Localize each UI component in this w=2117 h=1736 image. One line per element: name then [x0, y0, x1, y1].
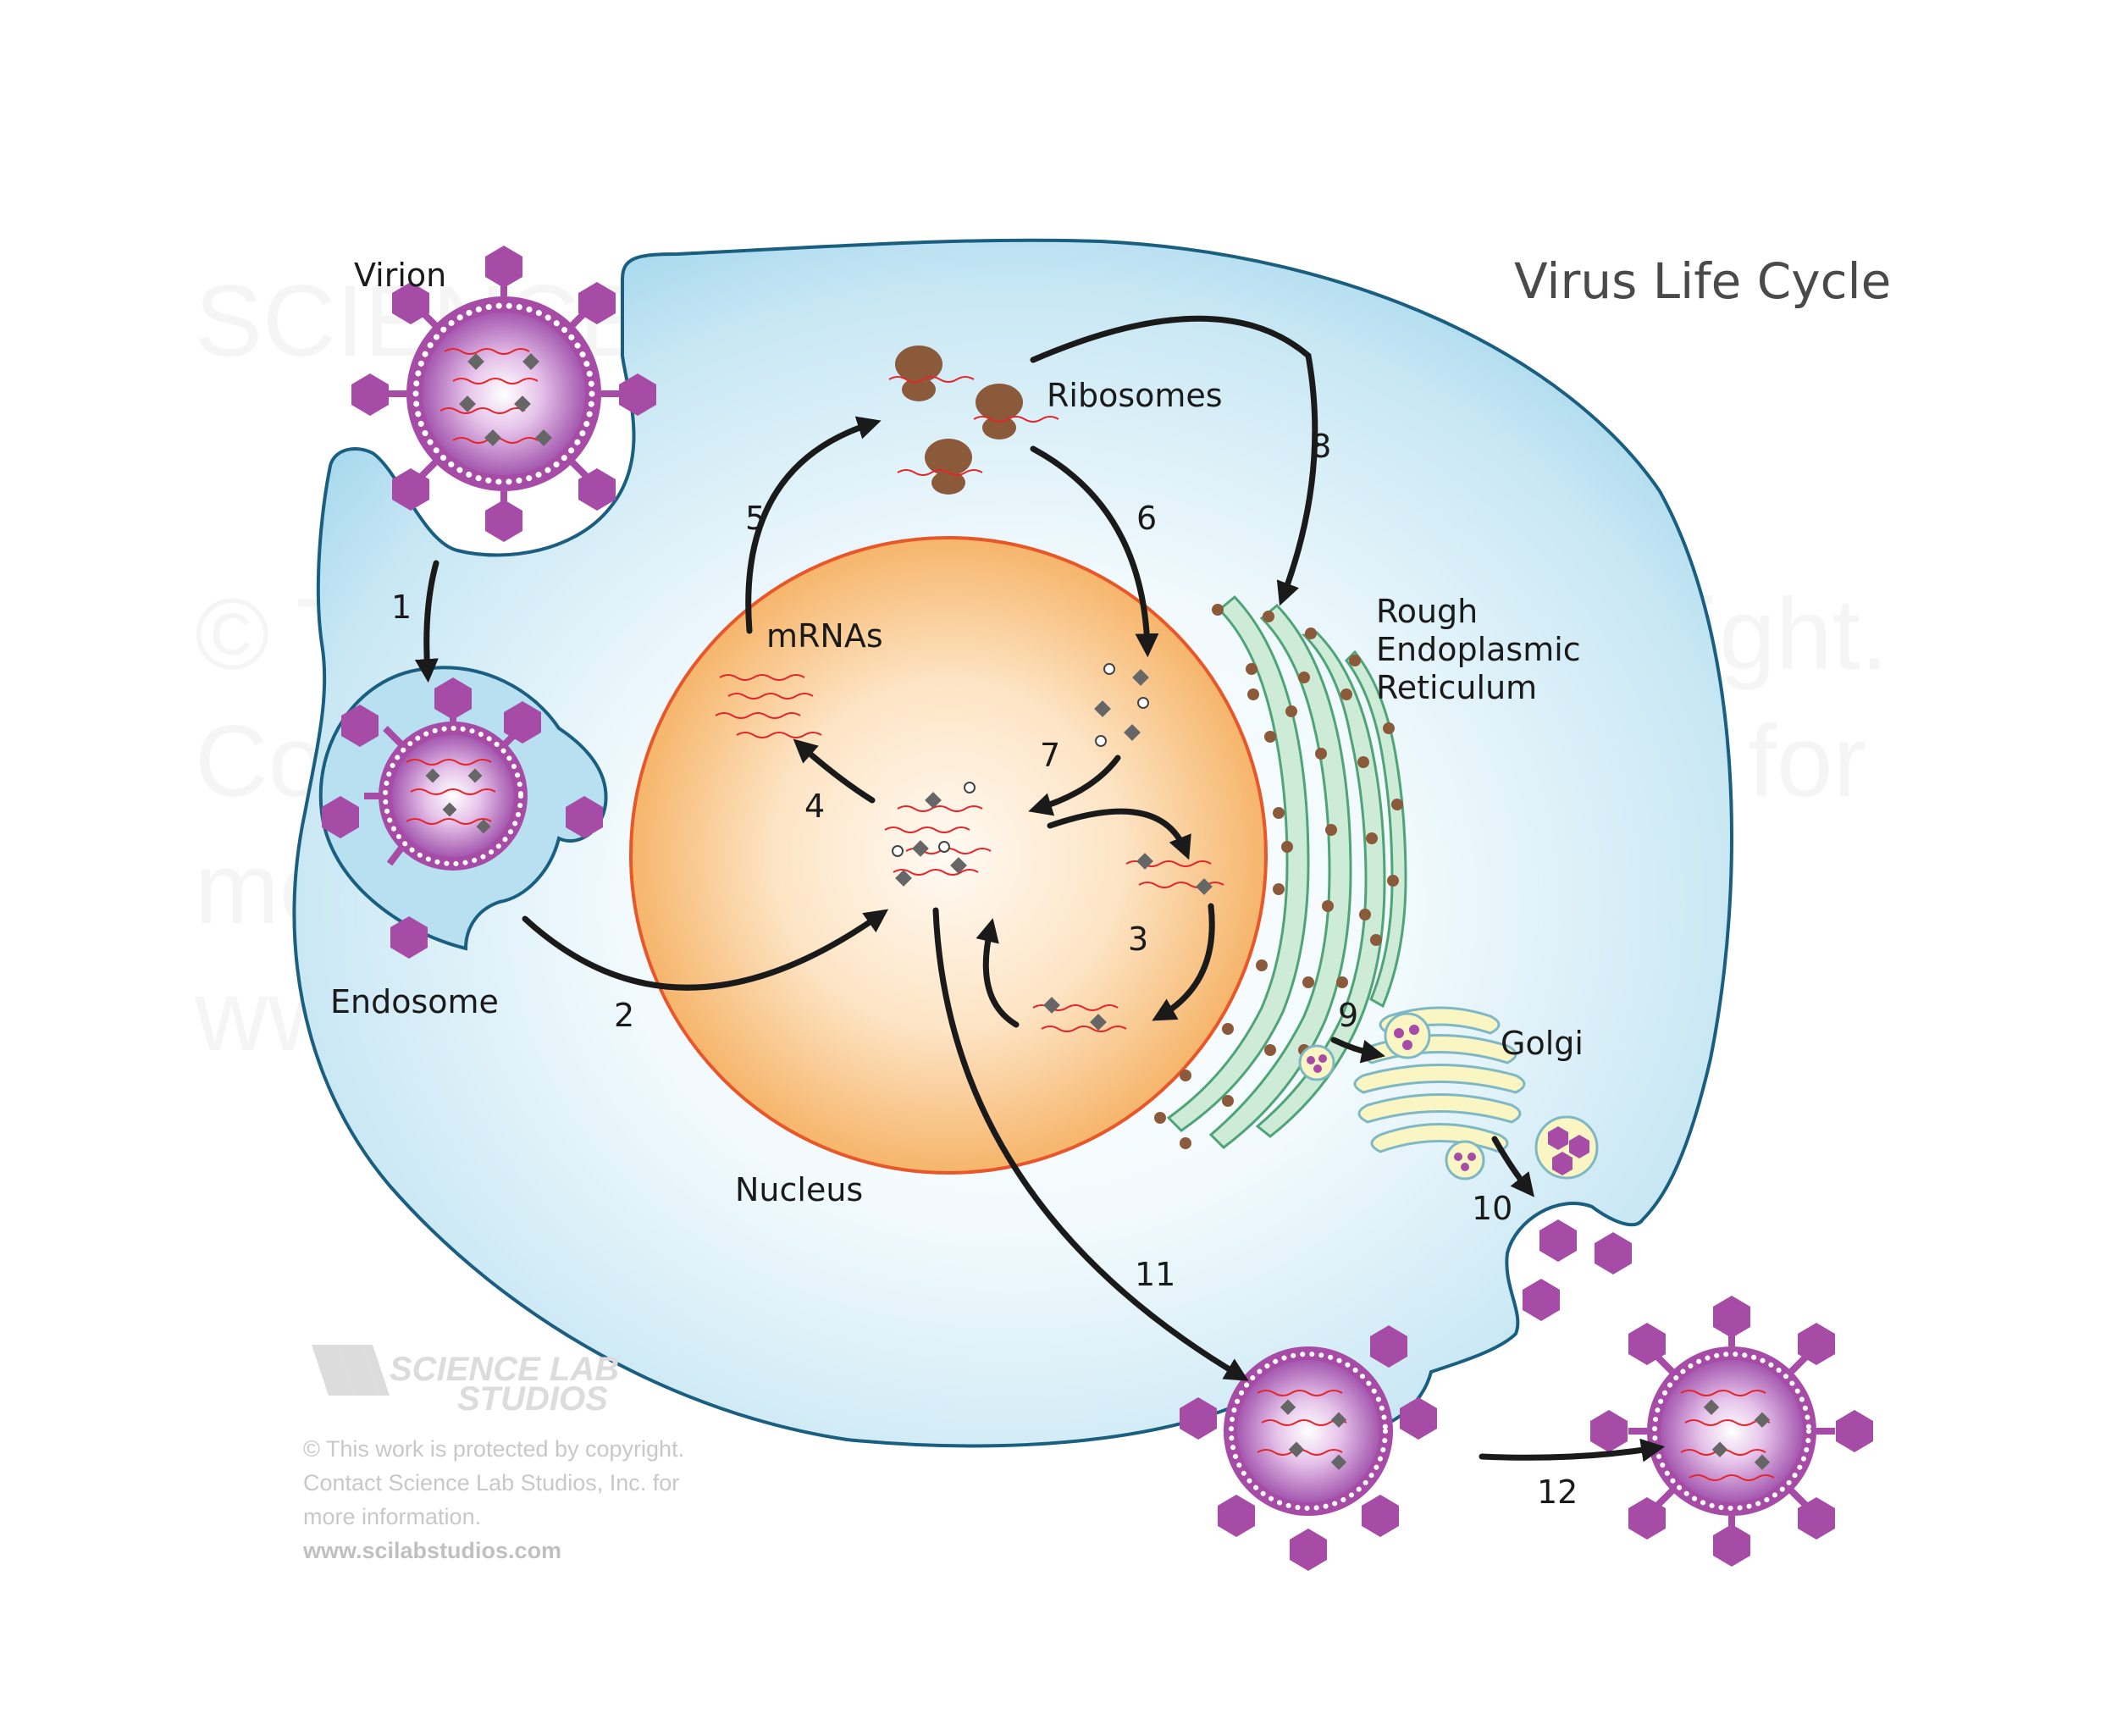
copyright-line2: Contact Science Lab Studios, Inc. for	[303, 1470, 679, 1496]
budding-virion-icon	[1180, 1325, 1437, 1571]
arrow-step-6	[1030, 445, 1159, 658]
arrow-step-1	[414, 560, 439, 683]
step-11: 11	[1135, 1256, 1175, 1293]
copyright-line3: more information.	[303, 1504, 481, 1529]
virion-icon	[351, 246, 656, 542]
arrow-step-3	[1047, 808, 1191, 860]
step-4: 4	[804, 788, 825, 825]
ribosomes-label: Ribosomes	[1047, 377, 1223, 414]
virion-label: Virion	[354, 257, 446, 294]
arrow-step-12	[1479, 1438, 1666, 1462]
arrow-step-4	[793, 738, 876, 804]
step-5: 5	[745, 500, 766, 537]
arrow-step-9	[1330, 1037, 1385, 1064]
nucleus-label: Nucleus	[735, 1171, 863, 1208]
copyright-url: www.scilabstudios.com	[302, 1538, 561, 1563]
rough-er	[1166, 594, 1407, 1149]
golgi-vesicles	[1384, 1012, 1599, 1180]
mrnas-label: mRNAs	[766, 617, 883, 655]
step-6: 6	[1136, 500, 1157, 537]
step-9: 9	[1338, 997, 1358, 1034]
arrow-step-3b	[1152, 903, 1215, 1021]
replication-complex	[884, 782, 992, 887]
er-vesicle	[1298, 1044, 1335, 1081]
step-7: 7	[1040, 737, 1060, 774]
logo-text-line2: STUDIOS	[457, 1380, 608, 1418]
arrow-step-2	[522, 909, 889, 991]
arrow-step-3c	[976, 918, 1020, 1028]
arrow-step-5	[745, 416, 882, 634]
arrow-step-11	[932, 907, 1249, 1381]
arrow-icon	[414, 315, 1666, 1462]
step-1: 1	[391, 589, 412, 626]
copyright-line1: © This work is protected by copyright.	[303, 1436, 684, 1462]
step-10: 10	[1472, 1190, 1512, 1227]
step-12: 12	[1537, 1473, 1578, 1511]
rer-label-line2: Endoplasmic	[1376, 631, 1581, 668]
copyright-watermark: SCIENCE LAB STUDIOS © This work is prote…	[302, 1345, 684, 1563]
membrane-spikes	[1523, 1219, 1632, 1321]
step-8: 8	[1311, 428, 1331, 465]
nucleus	[629, 536, 1268, 1175]
step-3: 3	[1128, 921, 1148, 958]
diagram-title: Virus Life Cycle	[1514, 252, 1891, 310]
step-2: 2	[614, 997, 634, 1034]
science-lab-logo-icon	[312, 1345, 390, 1396]
genome-copies	[1032, 853, 1224, 1032]
arrow-step-10	[1491, 1136, 1534, 1197]
rer-label-line3: Reticulum	[1376, 669, 1537, 706]
endosome-label: Endosome	[330, 983, 499, 1020]
arrow-step-8	[1030, 315, 1318, 606]
spike-icon	[351, 246, 656, 542]
ribosome-icon	[895, 346, 1023, 495]
endosome-virion-icon	[322, 677, 603, 959]
released-virion-icon	[1590, 1296, 1873, 1567]
logo-text-line1: SCIENCE LAB	[390, 1351, 619, 1388]
arrow-step-7	[1028, 755, 1121, 816]
rer-label-line1: Rough	[1376, 593, 1478, 630]
imported-proteins	[1094, 663, 1149, 747]
er-ribosomes	[1154, 604, 1403, 1149]
golgi-label: Golgi	[1501, 1025, 1584, 1062]
